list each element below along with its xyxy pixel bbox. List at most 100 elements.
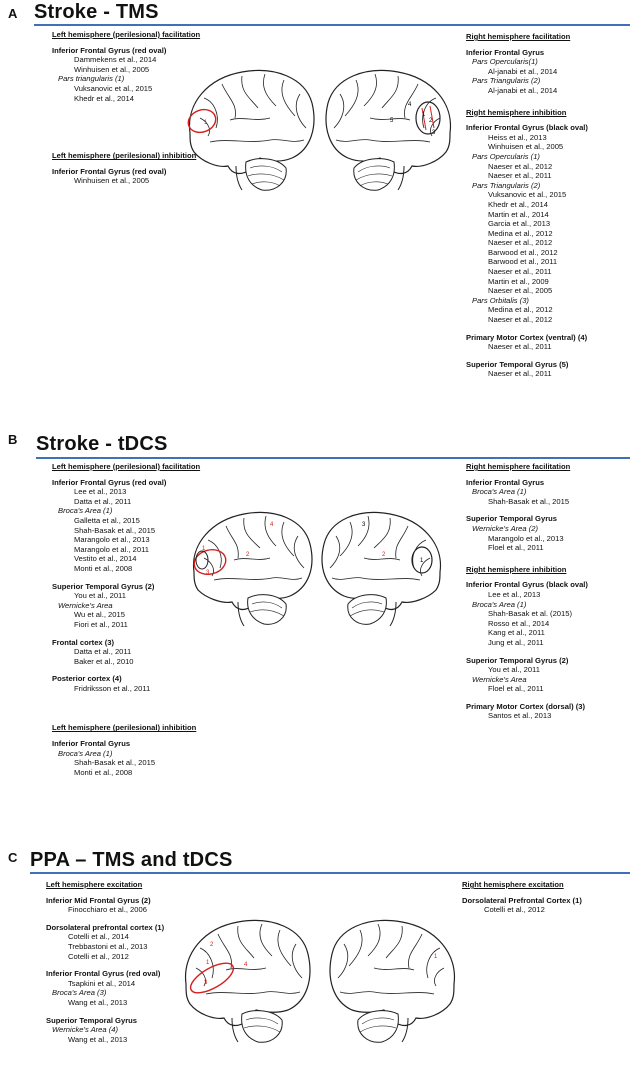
citation: Wang et al., 2013 bbox=[68, 997, 128, 1007]
citation: Naeser et al., 2005 bbox=[488, 286, 553, 296]
panel-a-letter: A bbox=[8, 6, 18, 21]
subregion-label: Pars Opercularis(1) bbox=[472, 57, 538, 67]
region-label: Inferior Mid Frontal Gyrus (2) bbox=[46, 895, 151, 905]
right-label-1: 1 bbox=[420, 558, 424, 564]
region-label: Superior Temporal Gyrus (5) bbox=[466, 359, 569, 369]
citation: Vuksanovic et al., 2015 bbox=[488, 190, 567, 200]
left-label-2: 2 bbox=[246, 552, 250, 558]
citation: Monti et al., 2008 bbox=[74, 563, 133, 573]
right-label-2: 2 bbox=[382, 552, 386, 558]
region-label: Posterior cortex (4) bbox=[52, 674, 122, 684]
region-label: Superior Temporal Gyrus bbox=[466, 514, 558, 524]
region-label: Inferior Frontal Gyrus (red oval) bbox=[52, 477, 167, 487]
citation: Heiss et al., 2013 bbox=[488, 132, 547, 142]
subregion-label: Broca's Area (1) bbox=[58, 748, 113, 758]
region-label: Superior Temporal Gyrus (2) bbox=[466, 655, 569, 665]
section-heading: Left hemisphere (perilesional) facilitat… bbox=[52, 462, 201, 471]
citation: Naeser et al., 2012 bbox=[488, 161, 553, 171]
section-heading: Left hemisphere (perilesional) inhibitio… bbox=[52, 151, 197, 161]
region-label: Inferior Frontal Gyrus (black oval) bbox=[466, 580, 588, 590]
right-hemisphere-brain: 1 2 3 4 5 bbox=[325, 69, 452, 191]
subregion-label: Wernicke's Area bbox=[472, 674, 527, 684]
panel-c-brain-diagram: 1 2 3 4 1 bbox=[184, 919, 456, 1043]
region-label: Inferior Frontal Gyrus (red oval) bbox=[52, 166, 167, 176]
section-heading: Right hemisphere inhibition bbox=[466, 564, 567, 574]
region-label: Inferior Frontal Gyrus (red oval) bbox=[46, 969, 161, 979]
panel-a-left-column: Left hemisphere (perilesional) facilitat… bbox=[52, 30, 200, 186]
panel-c-rule bbox=[30, 872, 630, 874]
citation: Winhuisen et al., 2005 bbox=[74, 176, 150, 186]
citation: Datta et al., 2011 bbox=[74, 647, 132, 657]
region-label: Superior Temporal Gyrus bbox=[46, 1015, 138, 1025]
region-label: Superior Temporal Gyrus (2) bbox=[52, 581, 155, 591]
panel-a-rule bbox=[34, 24, 630, 26]
citation: Medina et al., 2012 bbox=[488, 228, 553, 238]
citation: Shah-Basak et al., 2015 bbox=[74, 758, 156, 768]
citation: Fiori et al., 2011 bbox=[74, 619, 128, 629]
citation: Fridriksson et al., 2011 bbox=[74, 683, 151, 693]
block-gap bbox=[46, 1008, 164, 1016]
region-label: Inferior Frontal Gyrus (black oval) bbox=[466, 123, 588, 133]
right-label-2: 2 bbox=[429, 118, 433, 124]
block-gap bbox=[466, 648, 588, 656]
region-label: Primary Motor Cortex (dorsal) (3) bbox=[466, 701, 585, 711]
subregion-label: Broca's Area (1) bbox=[472, 599, 527, 609]
right-label-5: 5 bbox=[390, 118, 394, 124]
panel-b-brain-diagram: 1 2 3 4 1 2 3 bbox=[192, 511, 442, 627]
block-gap bbox=[466, 325, 588, 333]
section-gap bbox=[466, 553, 588, 565]
left-label-4: 4 bbox=[244, 962, 248, 968]
citation: Floel et al., 2011 bbox=[488, 543, 544, 553]
region-label: Dorsolateral prefrontal cortex (1) bbox=[46, 922, 165, 932]
block-gap bbox=[466, 506, 588, 514]
block-gap bbox=[52, 574, 200, 582]
subregion-label: Pars triangularis (1) bbox=[58, 74, 125, 84]
left-label-3: 3 bbox=[206, 570, 210, 576]
citation: Al-janabi et al., 2014 bbox=[488, 66, 558, 76]
subregion-label: Broca's Area (1) bbox=[58, 506, 113, 516]
left-label-1: 1 bbox=[204, 120, 208, 126]
citation: Naeser et al., 2012 bbox=[488, 238, 553, 248]
citation: Baker et al., 2010 bbox=[74, 656, 134, 666]
citation: Naeser et al., 2012 bbox=[488, 315, 553, 325]
citation: Naeser et al., 2011 bbox=[488, 267, 552, 277]
subregion-label: Broca's Area (1) bbox=[472, 487, 527, 497]
citation: Cotelli et al., 2014 bbox=[68, 932, 129, 942]
citation: Cotelli et al., 2012 bbox=[68, 951, 129, 961]
right-label-3: 3 bbox=[432, 130, 436, 136]
citation: Khedr et al., 2014 bbox=[488, 199, 548, 209]
citation: Naeser et al., 2011 bbox=[488, 342, 552, 352]
right-hemisphere-brain: 1 2 3 bbox=[321, 511, 442, 627]
left-label-2: 2 bbox=[210, 942, 214, 948]
citation: Cotelli et al., 2012 bbox=[484, 905, 545, 915]
citation: Monti et al., 2008 bbox=[74, 767, 133, 777]
region-label: Primary Motor Cortex (ventral) (4) bbox=[466, 332, 588, 342]
citation: Al-janabi et al., 2014 bbox=[488, 85, 558, 95]
left-hemisphere-brain: 1 2 3 4 bbox=[184, 919, 311, 1043]
citation: Marangolo et al., 2011 bbox=[74, 544, 150, 554]
section-heading: Right hemisphere excitation bbox=[462, 880, 564, 889]
citation: Martin et al., 2014 bbox=[488, 209, 549, 219]
citation: Trebbastoni et al., 2013 bbox=[68, 941, 148, 951]
citation: Shah-Basak et al., 2015 bbox=[488, 496, 570, 506]
section-heading: Left hemisphere (perilesional) inhibitio… bbox=[52, 723, 197, 733]
citation: Kang et al., 2011 bbox=[488, 628, 545, 638]
citation: You et al., 2011 bbox=[488, 665, 540, 675]
right-hemisphere-brain: 1 bbox=[329, 919, 456, 1043]
citation: Martin et al., 2009 bbox=[488, 276, 549, 286]
right-label-3: 3 bbox=[362, 522, 366, 528]
block-gap bbox=[52, 630, 200, 638]
citation: Naeser et al., 2011 bbox=[488, 171, 552, 181]
citation: Naeser et al., 2011 bbox=[488, 369, 552, 379]
citation: Winhuisen et al., 2005 bbox=[488, 142, 564, 152]
panel-b-letter: B bbox=[8, 432, 18, 447]
citation: Wang et al., 2013 bbox=[68, 1034, 128, 1044]
panel-b-rule bbox=[36, 457, 630, 459]
left-label-4: 4 bbox=[270, 522, 274, 528]
right-label-1: 1 bbox=[434, 954, 438, 960]
right-label-4: 4 bbox=[408, 102, 412, 108]
citation: Khedr et al., 2014 bbox=[74, 93, 134, 103]
citation: Santos et al., 2013 bbox=[488, 711, 552, 721]
